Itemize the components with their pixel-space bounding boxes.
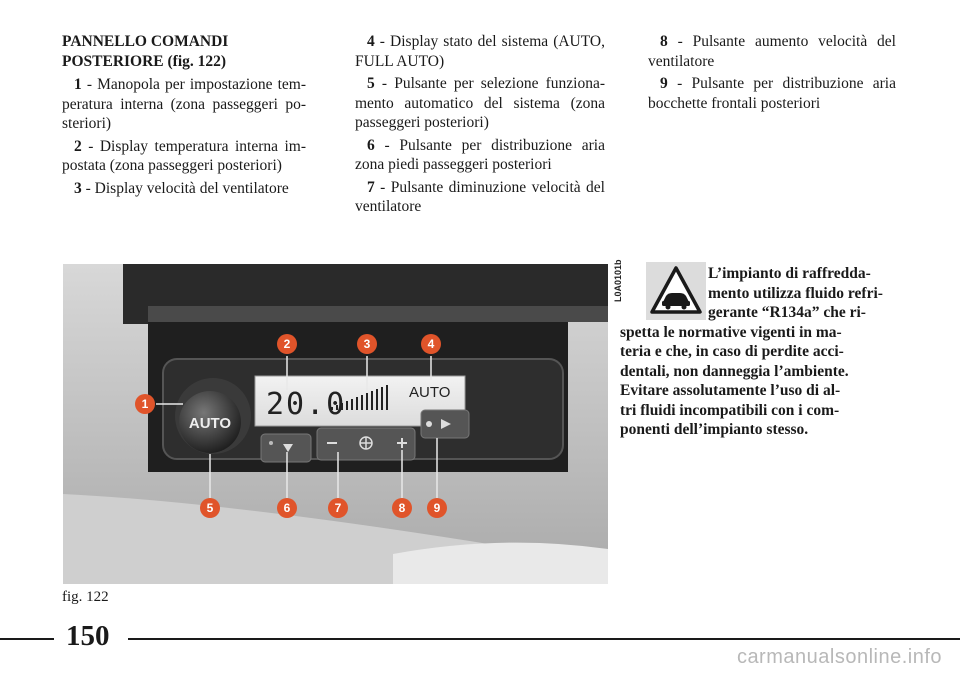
column-1: PANNELLO COMANDI POSTERIORE (fig. 122) 1… [62, 32, 306, 201]
minus-icon [327, 442, 337, 444]
item-text: - Display temperatura interna im- postat… [62, 137, 306, 175]
item-number: 2 [74, 137, 82, 155]
callout-4-label: 4 [428, 337, 435, 351]
display-temperature: 20.0 [266, 387, 346, 422]
item-number: 7 [367, 178, 375, 196]
warning-line: dentali, non danneggia l’ambiente. [620, 362, 849, 380]
column-2: 4 - Display stato del sistema (AUTO, FUL… [355, 32, 605, 220]
item-text: - Pulsante per distribuzione aria zona p… [355, 136, 605, 174]
item-text: - Pulsante diminuzione velocità del vent… [355, 178, 605, 216]
item-number: 5 [367, 75, 375, 92]
list-item: 3 - Display velocità del ventilatore [62, 179, 306, 199]
plus-icon [397, 438, 407, 448]
list-item: 7 - Pulsante diminuzione velocità del ve… [355, 178, 605, 217]
control-panel-illustration: 20.0 AUTO AUTO [63, 264, 608, 584]
warning-text: L’impianto di raffredda- mento utilizza … [620, 264, 896, 440]
list-item: 9 - Pulsante per distribuzione aria bocc… [648, 74, 896, 113]
callout-8-label: 8 [399, 501, 406, 515]
heading-line-2: POSTERIORE (fig. 122) [62, 53, 227, 70]
callout-8 [392, 498, 412, 518]
item-number: 8 [660, 33, 668, 50]
column-3: 8 - Pulsante aumento velocità del ventil… [648, 32, 896, 116]
watermark: carmanualsonline.info [736, 646, 942, 668]
temperature-knob[interactable] [179, 391, 241, 453]
figure-caption: fig. 122 [62, 589, 109, 605]
callout-2-label: 2 [284, 337, 291, 351]
callout-3 [357, 334, 377, 354]
item-text: - Pulsante per selezione funziona- mento… [355, 75, 605, 131]
item-number: 9 [660, 75, 668, 92]
item-number: 4 [367, 33, 375, 50]
list-item: 5 - Pulsante per selezione funziona- men… [355, 74, 605, 133]
fan-speed-bars [331, 385, 388, 410]
warning-line: ponenti dell’impianto stesso. [620, 421, 809, 438]
list-item: 8 - Pulsante aumento velocità del ventil… [648, 32, 896, 71]
callout-2 [277, 334, 297, 354]
led-icon [269, 441, 273, 445]
item-text: - Manopola per impostazione tem- peratur… [62, 76, 306, 132]
callout-5-label: 5 [207, 501, 214, 515]
list-item: 2 - Display temperatura interna im- post… [62, 137, 306, 176]
page-number: 150 [66, 620, 110, 652]
fan-blade-icon [360, 437, 372, 449]
callout-leaders [156, 356, 438, 498]
control-panel-figure: 20.0 AUTO AUTO [63, 264, 608, 584]
item-number: 1 [74, 76, 82, 93]
warning-line: tri fluidi incompatibili con i com- [620, 401, 840, 419]
item-number: 3 [74, 179, 82, 197]
callout-6-label: 6 [284, 501, 291, 515]
display-mode: AUTO [409, 384, 450, 401]
warning-line: spetta le normative vigenti in ma- [620, 323, 842, 341]
warning-line: L’impianto di raffredda- [708, 265, 871, 282]
item-text: - Pulsante per distribuzione aria bocche… [648, 75, 896, 112]
warning-line: teria e che, in caso di perdite acci- [620, 343, 844, 360]
item-number: 6 [367, 136, 375, 154]
callout-5 [200, 498, 220, 518]
callout-1-label: 1 [142, 397, 149, 411]
callout-7-label: 7 [335, 501, 342, 515]
callout-1 [135, 394, 155, 414]
callout-3-label: 3 [364, 337, 371, 351]
warning-line: Evitare assolutamente l’uso di al- [620, 382, 841, 399]
footer-rule-left [0, 638, 54, 640]
item-text: - Display stato del sistema (AUTO, FULL … [355, 33, 605, 70]
list-item: 1 - Manopola per impostazione tem- perat… [62, 75, 306, 134]
arrow-down-icon [283, 444, 293, 452]
heading-line-1: PANNELLO COMANDI [62, 33, 229, 50]
warning-line: gerante “R134a” che ri- [708, 304, 866, 321]
footer-rule-right [128, 638, 960, 640]
callout-6 [277, 498, 297, 518]
item-text: - Pulsante aumento velocità del ventilat… [648, 33, 896, 70]
arrow-right-icon [441, 419, 451, 429]
callout-7 [328, 498, 348, 518]
item-text: - Display velocità del ventilatore [81, 179, 289, 197]
section-heading: PANNELLO COMANDI POSTERIORE (fig. 122) [62, 32, 306, 72]
warning-line: mento utilizza fluido refri- [708, 284, 883, 302]
list-item: 4 - Display stato del sistema (AUTO, FUL… [355, 32, 605, 71]
led-icon [426, 421, 432, 427]
callout-4 [421, 334, 441, 354]
list-item: 6 - Pulsante per distribuzione aria zona… [355, 136, 605, 175]
knob-label: AUTO [189, 415, 232, 432]
car-warning-triangle-icon [646, 262, 706, 320]
callout-9 [427, 498, 447, 518]
callout-9-label: 9 [434, 501, 441, 515]
